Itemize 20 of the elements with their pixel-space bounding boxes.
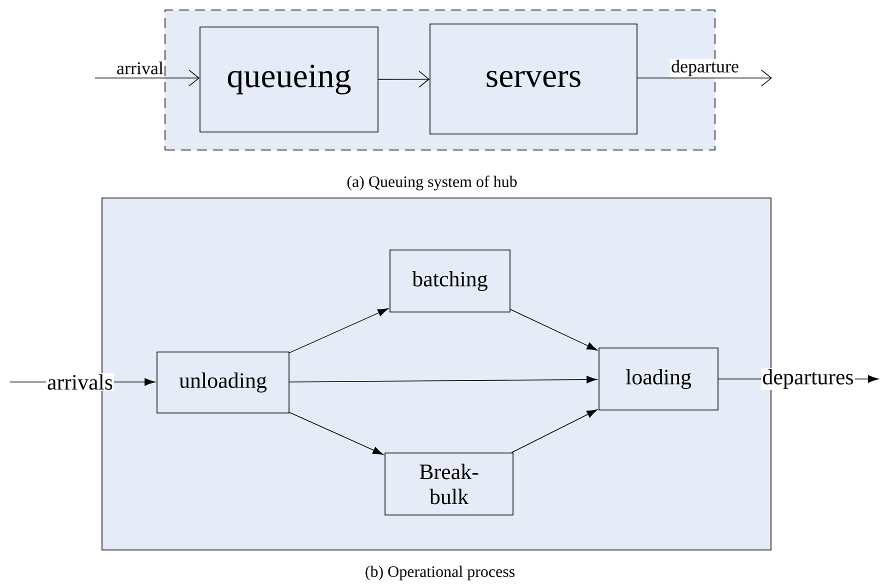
process-box: queueing bbox=[200, 26, 378, 132]
process-box: servers bbox=[430, 24, 638, 134]
edge-label: arrivals bbox=[46, 373, 114, 391]
process-box: unloading bbox=[156, 352, 290, 414]
arrow bbox=[289, 412, 384, 455]
node-label: (a) Queuing system of hub bbox=[347, 176, 517, 190]
arrow bbox=[510, 309, 598, 350]
arrow bbox=[378, 70, 430, 88]
edge-label: departures bbox=[761, 368, 855, 390]
process-box: batching bbox=[390, 250, 510, 312]
node-label: (b) Operational process bbox=[366, 566, 515, 580]
edge-label: arrival bbox=[116, 60, 164, 76]
arrow bbox=[94, 70, 200, 86]
arrow bbox=[289, 376, 598, 384]
edge-label: departure bbox=[670, 58, 740, 78]
arrow bbox=[511, 409, 598, 453]
arrow bbox=[637, 70, 772, 86]
process-box: Break-bulk bbox=[384, 452, 514, 516]
process-box: loading bbox=[598, 348, 718, 410]
arrow bbox=[289, 308, 388, 354]
